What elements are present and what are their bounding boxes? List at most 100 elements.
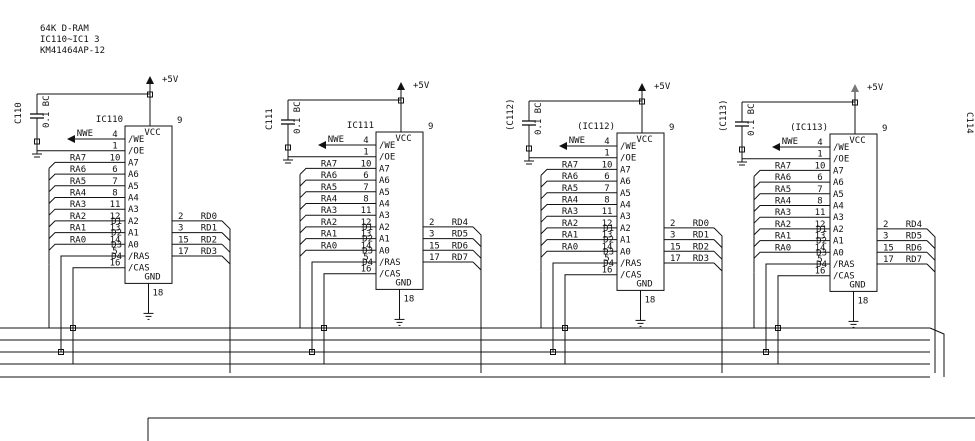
cap-value: 0.1 BC <box>293 101 303 134</box>
address-bus-wire <box>540 215 590 223</box>
pin-label: /RAS <box>128 252 150 262</box>
pin-number: 1 <box>604 149 609 159</box>
address-bus-wire <box>540 239 590 246</box>
address-label: RA2 <box>562 219 578 229</box>
address-bus-wire <box>299 203 349 210</box>
pin-label: A4 <box>128 194 139 204</box>
pin-label: /WE <box>833 143 849 153</box>
address-bus-wire <box>48 173 98 181</box>
data-bus-wire <box>926 263 936 373</box>
address-bus-wire <box>540 204 590 211</box>
address-bus-wire <box>753 169 803 177</box>
nwe-label: NWE <box>782 137 798 147</box>
pin-number: 10 <box>602 160 613 170</box>
data-pin-number: 15 <box>883 243 894 253</box>
address-label: RA6 <box>70 165 86 175</box>
power-label: +5V <box>162 75 179 85</box>
pin-label: A0 <box>128 240 139 250</box>
pin-number: 13 <box>602 231 613 241</box>
pin-label: A1 <box>379 235 390 245</box>
pin-number: 12 <box>815 220 826 230</box>
data-bus-wire <box>472 238 482 373</box>
data-pin-label: D4 <box>816 260 827 270</box>
data-output-label: RD5 <box>906 232 922 242</box>
header-ic-range: IC110~IC1 3 <box>40 35 100 45</box>
pin-label: A2 <box>379 223 390 233</box>
data-output-label: RD3 <box>693 254 709 264</box>
pin-label: A7 <box>379 164 390 174</box>
address-label: RA0 <box>562 242 578 252</box>
address-label: RA4 <box>775 197 791 207</box>
pin-number: 5 <box>604 254 609 264</box>
address-label: RA3 <box>321 206 337 216</box>
pin-label: /CAS <box>833 272 855 282</box>
power-label: +5V <box>867 83 884 93</box>
gnd-label: GND <box>636 279 652 289</box>
pin-number: 5 <box>363 253 368 263</box>
pin-number: 4 <box>604 137 609 147</box>
data-output-label: RD2 <box>201 235 217 245</box>
data-bus-wire <box>221 243 231 373</box>
pin-label: A2 <box>620 224 631 234</box>
address-bus-wire <box>48 161 98 169</box>
data-bus-wire <box>472 226 482 373</box>
data-pin-number: 3 <box>429 230 434 240</box>
chip-name: (IC113) <box>790 123 828 133</box>
pin-number: 16 <box>110 259 121 269</box>
cap-label: (C113) <box>719 99 729 132</box>
address-label: RA6 <box>775 173 791 183</box>
ras-wire <box>60 255 98 352</box>
pin-number: 14 <box>361 241 372 251</box>
address-label: RA4 <box>70 189 86 199</box>
address-bus-wire <box>299 238 349 245</box>
data-pin-number: 17 <box>670 254 681 264</box>
pin-number: 1 <box>817 150 822 160</box>
pin-number: 16 <box>815 267 826 277</box>
pin-label: /WE <box>620 142 636 152</box>
cap-value: 0.1 BC <box>42 95 52 128</box>
address-label: RA4 <box>562 196 578 206</box>
data-pin-number: 17 <box>883 255 894 265</box>
nwe-arrow-icon <box>772 143 780 151</box>
data-pin-number: 15 <box>429 241 440 251</box>
pin-label: A1 <box>833 237 844 247</box>
address-label: RA1 <box>321 230 337 240</box>
pin-label: A4 <box>833 202 844 212</box>
address-label: RA2 <box>70 212 86 222</box>
pin-label: A7 <box>833 166 844 176</box>
cap-label: C111 <box>265 108 275 130</box>
data-pin-number: 3 <box>670 231 675 241</box>
pin-label: A7 <box>128 158 139 168</box>
vcc-label: VCC <box>144 128 160 138</box>
pin-number: 6 <box>363 171 368 181</box>
pin-number: 4 <box>817 138 822 148</box>
pin-label: A7 <box>620 165 631 175</box>
pin-number: 12 <box>110 212 121 222</box>
data-output-label: RD6 <box>906 243 922 253</box>
pin-label: A5 <box>620 189 631 199</box>
pin-label: A2 <box>128 217 139 227</box>
vcc-pin-num: 9 <box>428 122 433 132</box>
address-bus-wire <box>48 185 98 193</box>
pin-number: 7 <box>817 185 822 195</box>
pin-number: 14 <box>815 243 826 253</box>
chip-name: IC111 <box>347 121 374 131</box>
ras-wire <box>552 262 590 352</box>
gnd-label: GND <box>144 272 160 282</box>
data-pin-number: 2 <box>883 220 888 230</box>
chip-name: (IC112) <box>577 122 615 132</box>
pin-label: A6 <box>833 178 844 188</box>
address-bus-wire <box>48 197 98 204</box>
address-bus-wire <box>753 228 803 236</box>
data-pin-number: 2 <box>670 219 675 229</box>
data-pin-label: D1 <box>816 225 827 235</box>
data-pin-label: D3 <box>362 246 373 256</box>
nwe-arrow-icon <box>559 142 567 150</box>
we-bus-node <box>70 325 76 331</box>
pin-number: 12 <box>602 219 613 229</box>
pin-number: 10 <box>110 153 121 163</box>
address-label: RA5 <box>775 185 791 195</box>
pin-label: /OE <box>620 154 636 164</box>
pin-label: A3 <box>833 213 844 223</box>
pin-label: /OE <box>379 153 395 163</box>
